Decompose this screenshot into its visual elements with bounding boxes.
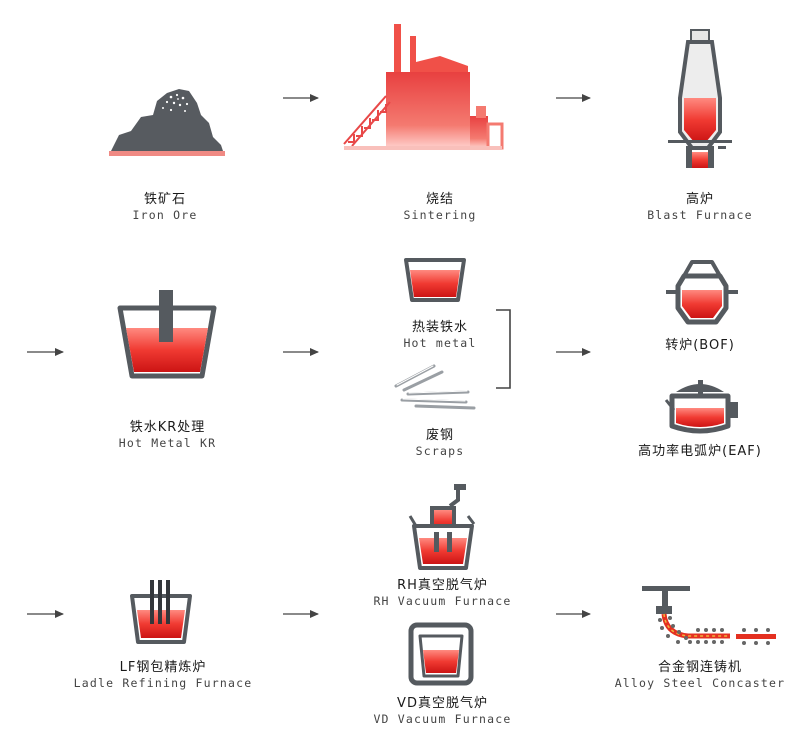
blast-furnace-label-en: Blast Furnace — [647, 208, 753, 222]
caster-label-zh: 合金钢连铸机 — [657, 660, 742, 675]
eaf-label-zh: 高功率电弧炉(EAF) — [638, 444, 762, 459]
blast-furnace-icon — [668, 29, 732, 168]
sintering-label-zh: 烧结 — [425, 192, 454, 207]
node-vd: VD真空脱气炉 VD Vacuum Furnace — [360, 696, 525, 727]
eaf-furnace-icon — [664, 380, 738, 434]
lf-label-zh: LF钢包精炼炉 — [119, 660, 207, 675]
node-sintering: 烧结 Sintering — [375, 192, 505, 223]
kr-ladle-icon — [117, 290, 217, 379]
rh-label-en: RH Vacuum Furnace — [373, 594, 512, 608]
scraps-label-zh: 废钢 — [425, 428, 454, 443]
bof-label-zh: 转炉(BOF) — [665, 338, 735, 353]
scrap-bars-icon — [394, 364, 476, 410]
hot-metal-ladle-icon — [404, 258, 466, 302]
sintering-plant-icon — [343, 24, 504, 150]
node-caster: 合金钢连铸机 Alloy Steel Concaster — [610, 660, 790, 691]
continuous-caster-icon — [642, 586, 776, 645]
node-eaf: 高功率电弧炉(EAF) — [605, 444, 795, 460]
vd-label-en: VD Vacuum Furnace — [373, 712, 512, 726]
iron-ore-pile-icon — [109, 89, 225, 156]
node-blast-furnace: 高炉 Blast Furnace — [630, 192, 770, 223]
node-rh: RH真空脱气炉 RH Vacuum Furnace — [360, 578, 525, 609]
node-scraps: 废钢 Scraps — [385, 428, 495, 459]
kr-label-zh: 铁水KR处理 — [129, 420, 206, 435]
merge-bracket — [496, 309, 511, 389]
vd-label-zh: VD真空脱气炉 — [397, 696, 488, 711]
sintering-label-en: Sintering — [403, 208, 477, 222]
vd-degasser-icon — [408, 622, 474, 686]
iron-ore-label-en: Iron Ore — [132, 208, 198, 222]
blast-furnace-label-zh: 高炉 — [685, 192, 714, 207]
lf-ladle-icon — [130, 580, 192, 644]
node-iron-ore: 铁矿石 Iron Ore — [110, 192, 220, 223]
node-hot-metal: 热装铁水 Hot metal — [385, 320, 495, 351]
rh-label-zh: RH真空脱气炉 — [397, 578, 488, 593]
iron-ore-label-zh: 铁矿石 — [143, 192, 186, 207]
caster-label-en: Alloy Steel Concaster — [614, 676, 786, 690]
kr-label-en: Hot Metal KR — [118, 436, 217, 450]
hot-metal-label-zh: 热装铁水 — [411, 320, 468, 335]
lf-label-en: Ladle Refining Furnace — [73, 676, 253, 690]
hot-metal-label-en: Hot metal — [403, 336, 477, 350]
bof-converter-icon — [666, 260, 738, 325]
scraps-label-en: Scraps — [415, 444, 465, 458]
rh-degasser-icon — [408, 484, 476, 570]
node-lf: LF钢包精炼炉 Ladle Refining Furnace — [68, 660, 258, 691]
node-bof: 转炉(BOF) — [640, 338, 760, 354]
node-kr: 铁水KR处理 Hot Metal KR — [100, 420, 235, 451]
